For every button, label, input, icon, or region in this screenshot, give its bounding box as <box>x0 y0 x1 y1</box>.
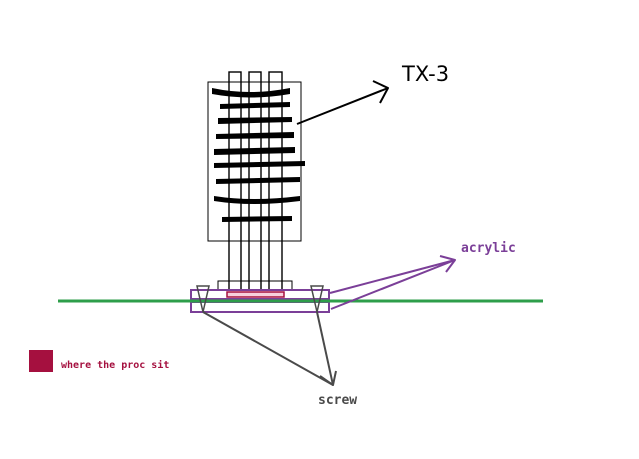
screw-label: screw <box>318 393 358 408</box>
screws <box>196 285 324 313</box>
proc-legend-swatch <box>29 350 53 372</box>
processor <box>226 291 285 298</box>
acrylic-pointer-arrows <box>329 255 456 310</box>
proc-legend-label: where the proc sit <box>61 360 170 371</box>
acrylic-label: acrylic <box>461 241 516 256</box>
screw-pointer-arrows <box>202 311 337 386</box>
heatsink-fins <box>212 88 305 222</box>
heatsink-label-arrow <box>296 80 389 125</box>
heatsink-label: TX-3 <box>402 62 450 86</box>
